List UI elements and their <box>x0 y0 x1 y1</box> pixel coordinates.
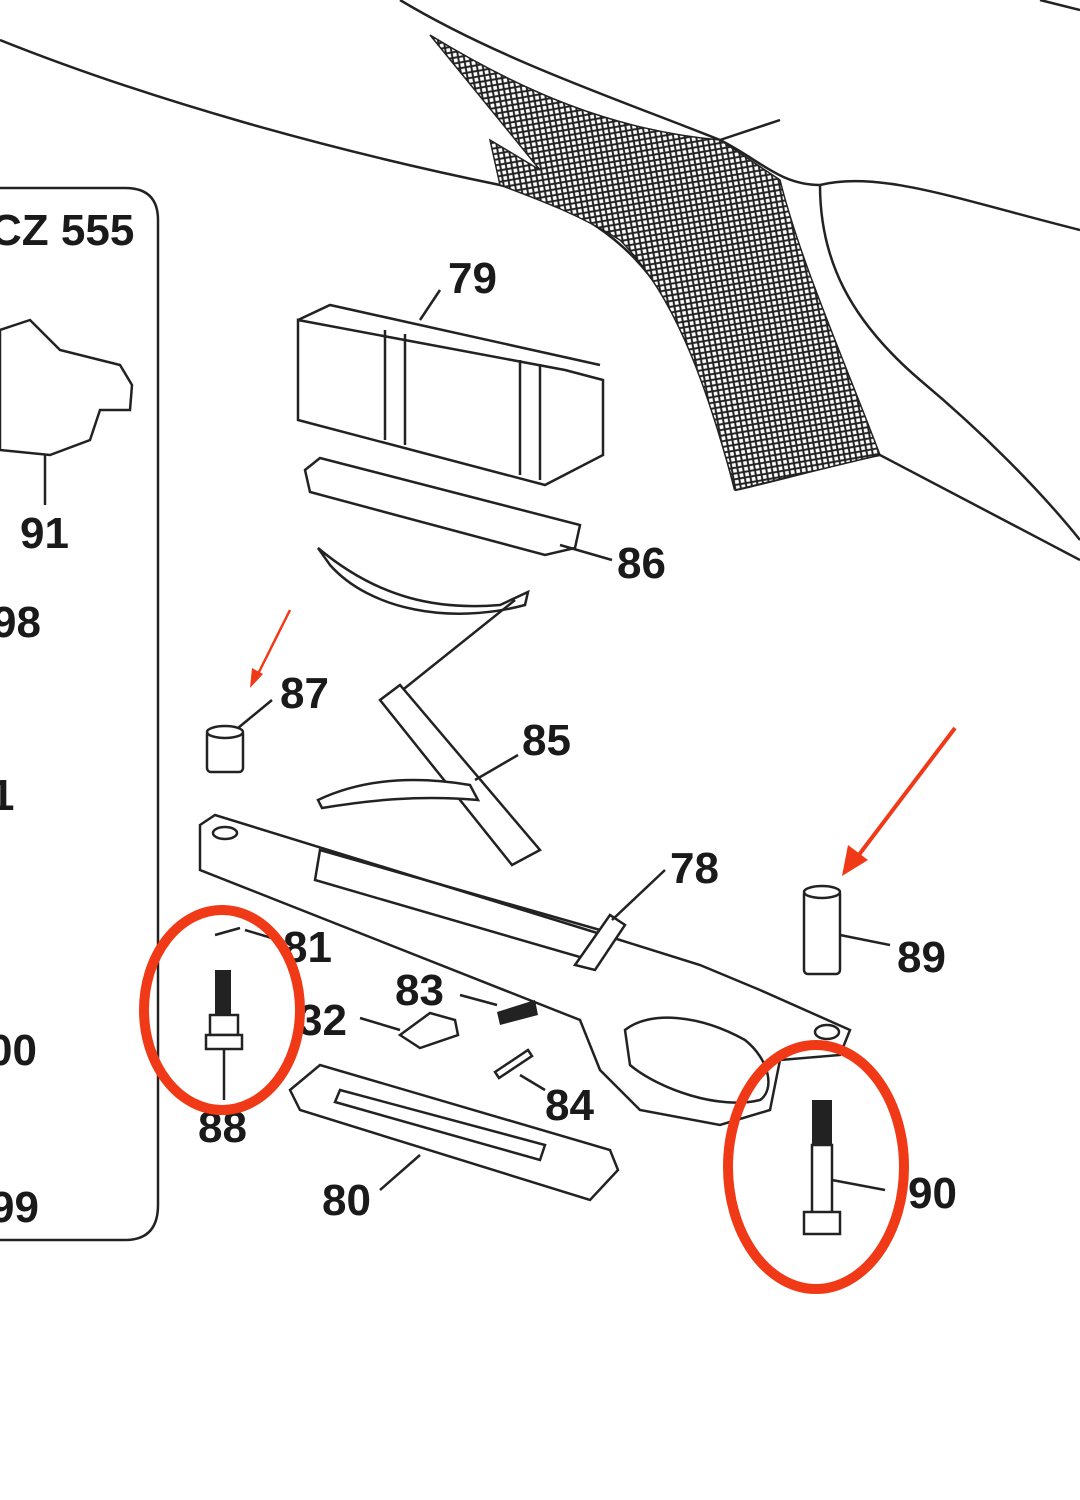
circle-90 <box>723 1040 909 1294</box>
label-80: 80 <box>322 1176 371 1225</box>
inset-label-98: 98 <box>0 598 41 647</box>
label-84: 84 <box>545 1081 594 1130</box>
inset-label-99: 99 <box>0 1183 39 1232</box>
label-87: 87 <box>280 669 329 718</box>
circle-88 <box>139 905 305 1115</box>
part-79-magazine <box>296 289 605 487</box>
label-91: 91 <box>20 509 69 558</box>
inset-label-1: 1 <box>0 771 14 820</box>
label-78: 78 <box>670 844 719 893</box>
label-86: 86 <box>617 539 666 588</box>
label-85: 85 <box>522 716 571 765</box>
checkering <box>429 34 882 491</box>
part-86-follower <box>303 456 582 557</box>
inset-frame <box>0 186 160 1242</box>
label-89: 89 <box>897 933 946 982</box>
inset-title: CZ 555 <box>0 206 134 255</box>
rifle-stock <box>0 0 1080 562</box>
part-78-bottom-metal <box>198 813 852 1127</box>
inset-label-00: 00 <box>0 1026 37 1075</box>
arrow-89 <box>853 726 957 862</box>
arrowhead-87 <box>250 668 263 688</box>
part-85-spring <box>316 547 542 867</box>
arrow-87 <box>253 609 292 681</box>
part-88-screw <box>204 970 244 1100</box>
label-82: 32 <box>298 996 347 1045</box>
part-91-trigger-guard <box>0 318 134 457</box>
label-79: 79 <box>448 254 497 303</box>
part-83-spring <box>497 1000 538 1025</box>
part-89-sleeve <box>802 888 842 976</box>
label-83: 83 <box>395 966 444 1015</box>
label-90: 90 <box>908 1169 957 1218</box>
red-annotations <box>139 609 957 1294</box>
arrowhead-89 <box>842 845 868 876</box>
part-90-screw <box>802 1100 886 1236</box>
part-82 <box>397 1011 460 1050</box>
part-84-pin <box>493 1048 534 1080</box>
